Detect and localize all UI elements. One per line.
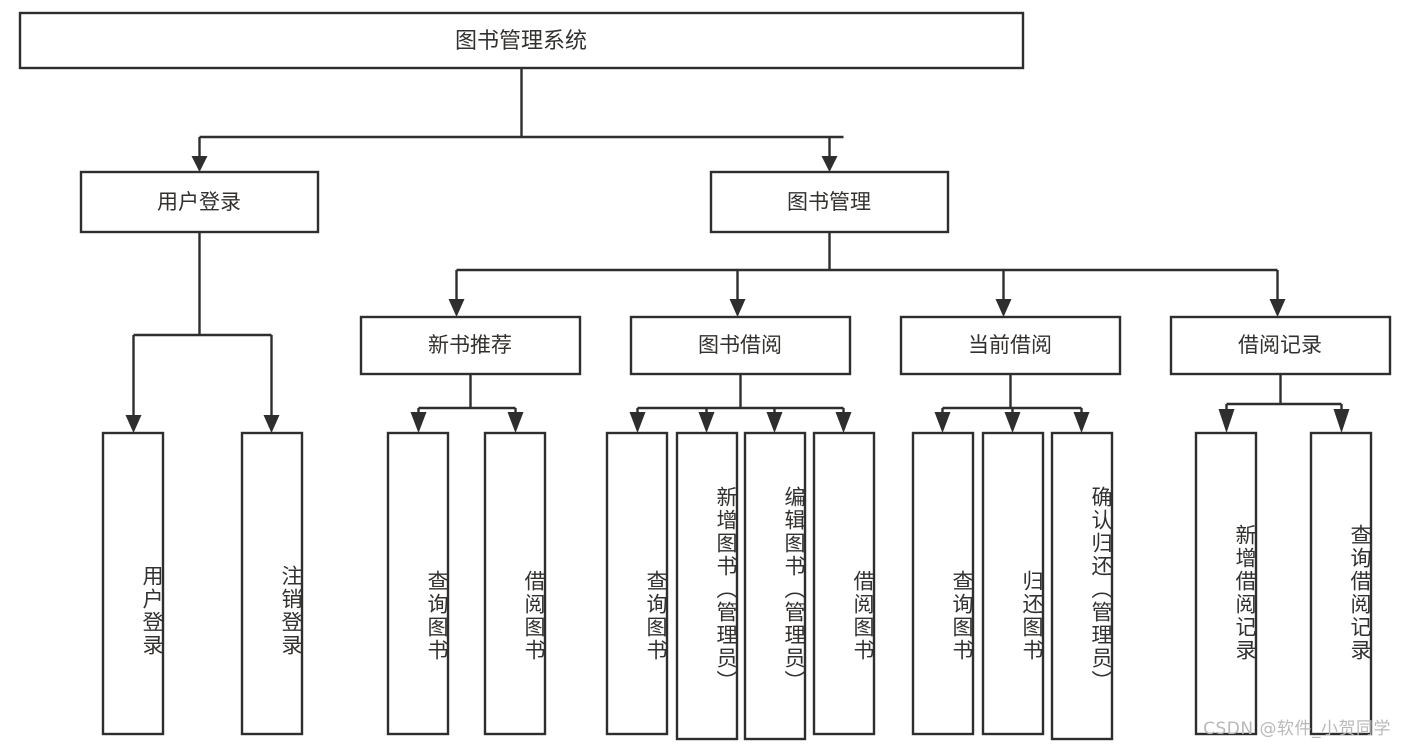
leaf-boxes-group bbox=[101, 431, 1373, 741]
node-borrow-records[interactable]: 借阅记录 bbox=[1169, 315, 1392, 376]
node-leaf-return-book-box[interactable] bbox=[981, 431, 1045, 736]
node-leaf-query-book-2-box[interactable] bbox=[605, 431, 669, 736]
arrowhead-nbr-to-leaf1 bbox=[410, 412, 427, 433]
node-borrow-records-box[interactable] bbox=[1169, 315, 1392, 376]
node-leaf-query-book-3-box[interactable] bbox=[911, 431, 975, 736]
node-current-borrow[interactable]: 当前借阅 bbox=[899, 315, 1122, 376]
node-leaf-confirm-return-box[interactable] bbox=[1050, 431, 1114, 741]
arrowhead-cb-to-leaf2 bbox=[1004, 412, 1021, 433]
node-leaf-query-book-1-box[interactable] bbox=[386, 431, 450, 736]
csdn-watermark: CSDN @软件_小贺同学 bbox=[1203, 719, 1391, 739]
node-leaf-borrow-book-2-box[interactable] bbox=[812, 431, 876, 736]
node-book-manage[interactable]: 图书管理 bbox=[709, 170, 950, 234]
node-leaf-user-login-box[interactable] bbox=[101, 431, 165, 736]
connector-group-book-manage bbox=[448, 232, 1286, 317]
node-root-box[interactable] bbox=[18, 11, 1025, 70]
node-new-book-recommend[interactable]: 新书推荐 bbox=[359, 315, 582, 376]
connector-group-root bbox=[191, 68, 844, 172]
node-leaf-add-book-box[interactable] bbox=[675, 431, 739, 741]
connector-group-book-borrow bbox=[629, 374, 852, 433]
node-book-borrow-label: 图书借阅 bbox=[698, 333, 782, 357]
node-book-borrow-box[interactable] bbox=[629, 315, 852, 376]
node-root[interactable]: 图书管理系统 bbox=[18, 11, 1025, 70]
arrowhead-nbr-to-leaf2 bbox=[507, 412, 524, 433]
node-leaf-query-record-box[interactable] bbox=[1309, 431, 1373, 736]
arrowhead-cb-to-leaf1 bbox=[934, 412, 951, 433]
node-leaf-edit-book-box[interactable] bbox=[743, 431, 807, 741]
arrowhead-br-to-leaf2 bbox=[1333, 409, 1350, 433]
node-new-book-recommend-label: 新书推荐 bbox=[428, 333, 512, 357]
arrowhead-bm-to-new-book bbox=[448, 299, 465, 317]
arrowhead-bb-to-leaf4 bbox=[835, 412, 852, 433]
connector-group-borrow-records bbox=[1218, 374, 1350, 433]
node-root-label: 图书管理系统 bbox=[455, 29, 587, 54]
arrowhead-user-login-to-leaf1 bbox=[125, 415, 142, 433]
connector-group-current-borrow bbox=[934, 374, 1090, 433]
arrowhead-bb-to-leaf2 bbox=[698, 412, 715, 433]
node-new-book-recommend-box[interactable] bbox=[359, 315, 582, 376]
arrowhead-user-login-to-leaf2 bbox=[263, 415, 280, 433]
arrowhead-bm-to-borrow-records bbox=[1269, 299, 1286, 317]
arrowhead-cb-to-leaf3 bbox=[1073, 412, 1090, 433]
node-current-borrow-box[interactable] bbox=[899, 315, 1122, 376]
arrowhead-root-to-book-manage bbox=[821, 156, 838, 172]
node-book-manage-label: 图书管理 bbox=[787, 190, 871, 214]
arrowhead-br-to-leaf1 bbox=[1218, 409, 1235, 433]
node-book-manage-box[interactable] bbox=[709, 170, 950, 234]
node-user-login[interactable]: 用户登录 bbox=[79, 170, 320, 234]
arrowhead-root-to-user-login bbox=[191, 156, 208, 172]
node-leaf-borrow-book-1-box[interactable] bbox=[483, 431, 547, 736]
connector-group-new-book-recommend bbox=[410, 374, 524, 433]
arrowhead-bm-to-book-borrow bbox=[729, 299, 746, 317]
node-current-borrow-label: 当前借阅 bbox=[968, 333, 1052, 357]
node-user-login-label: 用户登录 bbox=[157, 190, 241, 214]
arrowhead-bb-to-leaf3 bbox=[766, 412, 783, 433]
node-leaf-logout-box[interactable] bbox=[240, 431, 304, 736]
arrowhead-bm-to-current-borrow bbox=[995, 299, 1012, 317]
connector-group-user-login bbox=[125, 232, 280, 433]
node-user-login-box[interactable] bbox=[79, 170, 320, 234]
node-borrow-records-label: 借阅记录 bbox=[1238, 333, 1322, 357]
node-book-borrow[interactable]: 图书借阅 bbox=[629, 315, 852, 376]
node-leaf-add-record-box[interactable] bbox=[1194, 431, 1258, 736]
arrowhead-bb-to-leaf1 bbox=[629, 412, 646, 433]
